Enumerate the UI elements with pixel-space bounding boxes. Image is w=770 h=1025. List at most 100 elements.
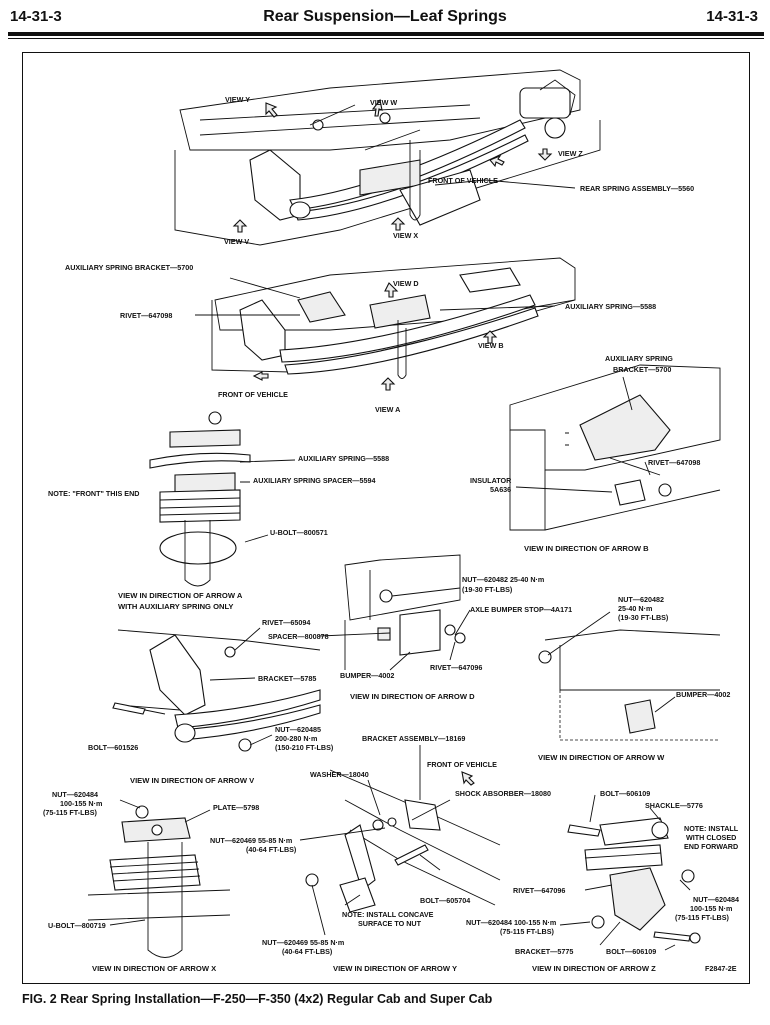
label-b-insulator: INSULATOR [470,476,512,485]
label-d-nut-torque: (19-30 FT-LBS) [462,585,513,594]
label-a-aux-spring: AUXILIARY SPRING—5588 [298,454,389,463]
label-w-nut: NUT—620482 [618,595,664,604]
label-y-washer: WASHER—18040 [310,770,369,779]
header-rule-thin [8,38,764,39]
view-x-labels: NUT—620484 100-155 N·m (75-115 FT-LBS) P… [43,790,259,973]
view-v-illustration [112,627,321,752]
view-a-labels: AUXILIARY SPRING—5588 AUXILIARY SPRING S… [48,454,389,611]
label-z-bracket: BRACKET—5775 [515,947,573,956]
label-d-bumper: BUMPER—4002 [340,671,394,680]
label-y-nut-top: NUT—620469 55-85 N·m [210,836,292,845]
label-v-bracket: BRACKET—5785 [258,674,316,683]
label-x-u-bolt: U-BOLT—800719 [48,921,106,930]
page-number-left: 14-31-3 [10,8,62,25]
label-z-bolt-bottom: BOLT—606109 [606,947,656,956]
view-z-labels: BOLT—606109 SHACKLE—5776 NOTE: INSTALL W… [466,789,739,973]
view-y-labels: BRACKET ASSEMBLY—18169 FRONT OF VEHICLE … [210,734,551,973]
label-z-nut-right: NUT—620484 [693,895,739,904]
label-x-plate: PLATE—5798 [213,803,259,812]
label-a-front-note: NOTE: "FRONT" THIS END [48,489,139,498]
view-b-illustration [509,364,721,531]
label-y-nut-bottom-ftlbs: (40-64 FT-LBS) [282,947,333,956]
label-z-note-3: END FORWARD [684,842,738,851]
aux-spring-labels: AUXILIARY SPRING BRACKET—5700 VIEW D AUX… [65,263,656,414]
label-z-nut-left: NUT—620484 100-155 N·m [466,918,556,927]
label-view-y: VIEW Y [225,95,250,104]
label-z-note: NOTE: INSTALL [684,824,739,833]
page-number-right: 14-31-3 [706,8,758,25]
label-z-shackle: SHACKLE—5776 [645,801,703,810]
label-y-front-of-vehicle: FRONT OF VEHICLE [427,760,497,769]
label-z-nut-right-ftlbs: (75-115 FT-LBS) [675,913,730,922]
label-aux-spring: AUXILIARY SPRING—5588 [565,302,656,311]
label-view-a: VIEW A [375,405,400,414]
label-w-nut-ftlbs: (19-30 FT-LBS) [618,613,669,622]
label-b-aux-bracket-num: BRACKET—5700 [613,365,671,374]
label-view-v: VIEW V [224,237,249,246]
view-d-labels: NUT—620482 25-40 N·m (19-30 FT-LBS) AXLE… [268,575,572,701]
figure-frame [22,52,750,984]
label-z-nut-left-ftlbs: (75-115 FT-LBS) [500,927,555,936]
label-b-insulator-num: 5A636 [490,485,511,494]
header-rule [8,32,764,36]
label-y-note: NOTE: INSTALL CONCAVE [342,910,434,919]
label-v-nut: NUT—620485 [275,725,321,734]
label-b-rivet: RIVET—647098 [648,458,700,467]
figure-caption: FIG. 2 Rear Spring Installation—F-250—F-… [22,992,493,1006]
label-z-nut-right-torque: 100-155 N·m [690,904,732,913]
overview-labels: VIEW Y VIEW W VIEW Z FRONT OF VEHICLE RE… [224,95,694,246]
label-d-spacer: SPACER—800878 [268,632,329,641]
label-view-x: VIEW X [393,231,418,240]
label-w-bumper: BUMPER—4002 [676,690,730,699]
label-x-nut-ftlbs: (75-115 FT-LBS) [43,808,98,817]
label-v-bolt: BOLT—601526 [88,743,138,752]
label-front-of-vehicle-2: FRONT OF VEHICLE [218,390,288,399]
label-d-axle-bumper-stop: AXLE BUMPER STOP—4A171 [470,605,572,614]
view-a-illustration [149,411,296,587]
view-w-labels: NUT—620482 25-40 N·m (19-30 FT-LBS) BUMP… [538,595,730,762]
view-y-illustration [299,745,501,936]
label-v-nut-torque: 200-280 N·m [275,734,317,743]
label-y-nut-top-ftlbs: (40-64 FT-LBS) [246,845,297,854]
label-x-nut-torque: 100-155 N·m [60,799,102,808]
label-rivet-647098: RIVET—647098 [120,311,172,320]
figure-code: F2847-2E [705,964,737,973]
view-x-illustration [87,799,231,958]
label-y-bracket-assembly: BRACKET ASSEMBLY—18169 [362,734,465,743]
caption-arrow-v: VIEW IN DIRECTION OF ARROW V [130,776,255,785]
label-y-shock-absorber: SHOCK ABSORBER—18080 [455,789,551,798]
label-z-bolt-top: BOLT—606109 [600,789,650,798]
caption-arrow-a-sub: WITH AUXILIARY SPRING ONLY [118,602,233,611]
label-front-of-vehicle: FRONT OF VEHICLE [428,176,498,185]
label-v-nut-ftlbs: (150-210 FT-LBS) [275,743,334,752]
view-z-illustration [559,794,701,951]
caption-arrow-y: VIEW IN DIRECTION OF ARROW Y [333,964,457,973]
label-d-nut: NUT—620482 25-40 N·m [462,575,544,584]
label-x-nut: NUT—620484 [52,790,98,799]
view-b-labels: AUXILIARY SPRING BRACKET—5700 RIVET—6470… [470,354,700,553]
label-d-rivet: RIVET—647096 [430,663,482,672]
view-d-illustration [319,554,471,671]
label-y-nut-bottom: NUT—620469 55-85 N·m [262,938,344,947]
label-v-rivet: RIVET—65094 [262,618,310,627]
label-view-w: VIEW W [370,98,397,107]
caption-arrow-z: VIEW IN DIRECTION OF ARROW Z [532,964,656,973]
label-a-aux-spacer: AUXILIARY SPRING SPACER—5594 [253,476,375,485]
label-y-bolt: BOLT—605704 [420,896,470,905]
overview-illustration [174,69,601,246]
label-aux-spring-bracket: AUXILIARY SPRING BRACKET—5700 [65,263,193,272]
caption-arrow-w: VIEW IN DIRECTION OF ARROW W [538,753,665,762]
label-view-b: VIEW B [478,341,504,350]
label-rear-spring-assembly: REAR SPRING ASSEMBLY—5560 [580,184,694,193]
label-view-z: VIEW Z [558,149,583,158]
label-z-note-2: WITH CLOSED [686,833,736,842]
caption-arrow-x: VIEW IN DIRECTION OF ARROW X [92,964,216,973]
label-w-nut-torque: 25-40 N·m [618,604,652,613]
label-b-aux-bracket: AUXILIARY SPRING [605,354,673,363]
view-w-illustration [538,611,721,741]
caption-arrow-d: VIEW IN DIRECTION OF ARROW D [350,692,475,701]
label-view-d: VIEW D [393,279,419,288]
caption-arrow-a: VIEW IN DIRECTION OF ARROW A [118,591,243,600]
label-z-rivet: RIVET—647096 [513,886,565,895]
